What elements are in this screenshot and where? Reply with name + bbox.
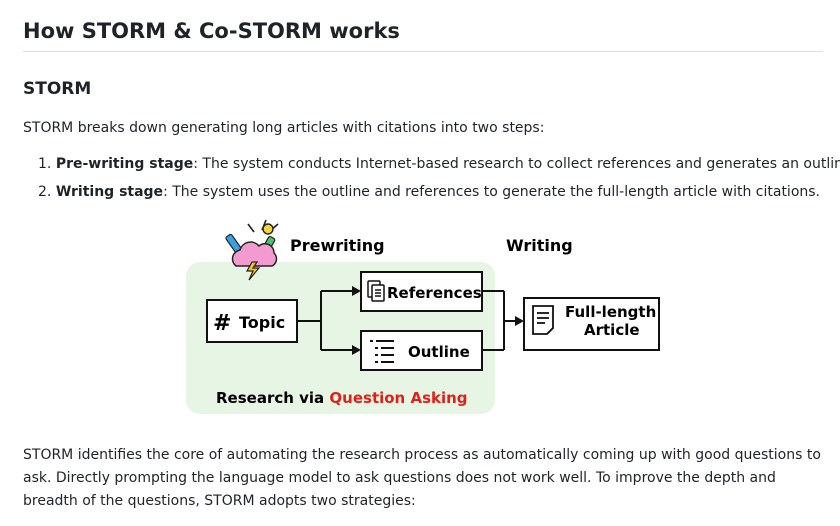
caption-prefix: Research via (216, 389, 329, 407)
step-term: Writing stage (55, 184, 164, 200)
article-label-line1: Full-length (565, 303, 656, 321)
diagram-caption: Research via Question Asking (216, 389, 468, 407)
topic-label: Topic (239, 313, 285, 332)
arrowheads (352, 286, 524, 355)
intro-paragraph: STORM breaks down generating long articl… (23, 120, 545, 136)
article-label-line2: Article (584, 321, 640, 339)
article-icon (532, 305, 554, 335)
list-number: 2. (38, 184, 52, 200)
section-heading: How STORM & Co-STORM works (23, 15, 823, 52)
list-item: 1. Pre-writing stage: The system conduct… (38, 153, 840, 176)
step-text: : The system conducts Internet-based res… (193, 156, 840, 172)
brainstorm-cloud-icon (225, 219, 279, 281)
subsection-heading: STORM (23, 79, 92, 99)
outline-list-icon (370, 340, 394, 363)
step-text: : The system uses the outline and refere… (163, 184, 821, 200)
caption-highlight: Question Asking (329, 389, 467, 407)
writing-label: Writing (506, 236, 573, 255)
list-item: 2. Writing stage: The system uses the ou… (38, 181, 820, 204)
outline-box (360, 330, 483, 371)
step-term: Pre-writing stage (55, 156, 194, 172)
references-box (360, 271, 483, 312)
topic-box (206, 299, 298, 343)
references-label: References (387, 284, 482, 302)
hash-icon: # (213, 311, 231, 336)
flow-connectors (297, 290, 517, 351)
storm-paragraph: STORM identifies the core of automating … (23, 447, 821, 509)
list-number: 1. (38, 156, 52, 172)
prewriting-label: Prewriting (290, 236, 385, 255)
documents-icon (367, 280, 385, 302)
outline-label: Outline (408, 343, 470, 361)
